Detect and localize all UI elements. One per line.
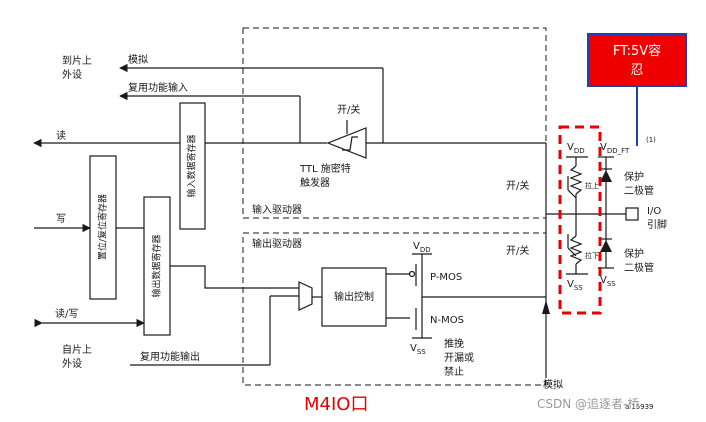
pmos-bubble [408,270,416,278]
output-control-label: 输出控制 [334,290,374,303]
ttl-label-1: TTL 施密特 [299,162,351,175]
protect-2-label-1: 保护 [624,247,644,260]
ft-callout-line-2: 忍 [630,63,643,78]
io-pin [625,207,639,221]
mode-label-2: 开漏或 [444,352,474,364]
to-peripheral-label-1: 到片上 [62,54,92,67]
input-switch-label: 开/关 [337,103,360,116]
pulldown-label: 拉下 [585,251,599,260]
pullup-resistor [569,165,583,195]
write-label: 写 [56,213,66,225]
read-write-label: 读/写 [55,307,78,320]
protect-2-label-2: 二极管 [624,261,654,274]
output-vss-label: VSS [410,343,426,356]
analog-arrow [542,300,550,314]
upper-diode [600,170,612,182]
output-vdd-label: VDD [413,241,431,254]
input-data-register-label: 输入数据寄存器 [186,134,198,197]
vdd-ft-label: VDD_FT [600,142,630,155]
mode-label-1: 推挽 [444,337,464,350]
hysteresis-icon [342,136,358,151]
figure-caption: M4IO口 [304,394,368,415]
input-driver-label: 输入驱动器 [252,203,302,216]
bit-set-reset-register-label: 置位/复位寄存器 [97,194,109,260]
input-onoff-label: 开/关 [506,179,529,192]
pullup-switch-arm [567,189,577,199]
io-pin-label-2: 引脚 [647,218,667,231]
alt-output-label: 复用功能输出 [140,350,200,363]
read-label: 读 [56,129,66,142]
analog-label: 模拟 [128,53,148,66]
bit-set-reset-register [89,155,117,300]
output-data-register-label: 输出数据寄存器 [151,234,163,297]
output-driver-boundary [242,232,547,386]
figure-id: ai15939 [625,403,654,411]
from-peripheral-label-1: 自片上 [62,343,92,356]
pin-vdd-label: VDD [567,142,585,155]
analog-bottom-label: 模拟 [543,378,563,391]
nmos-label: N-MOS [430,315,464,326]
footnote-label: (1) [646,136,656,144]
watermark: CSDN @追逐者-桥 [537,396,639,411]
output-mux [298,281,313,311]
io-pin-label-1: I/O [647,206,661,217]
ft-callout-box [587,33,687,87]
ft-callout-line-1: FT:5V容 [613,43,661,59]
lower-diode [600,240,612,252]
from-peripheral-label-2: 外设 [62,358,82,370]
output-onoff-label: 开/关 [506,244,529,257]
pull-resistor-highlight [558,125,602,315]
pulldown-resistor [569,235,583,265]
ttl-label-2: 触发器 [300,176,330,189]
input-data-register [179,102,206,230]
protect-1-label-2: 二极管 [624,184,654,197]
pullup-label: 拉上 [585,181,599,190]
output-data-register [143,196,171,336]
input-driver-boundary [242,27,547,219]
alt-input-label: 复用功能输入 [128,81,188,94]
diode-vss-label: VSS [600,275,616,288]
pmos-label: P-MOS [430,272,462,283]
pin-vss-label: VSS [567,279,583,292]
output-driver-label: 输出驱动器 [252,237,302,250]
odr-to-mux [170,265,299,289]
mode-label-3: 禁止 [444,366,464,378]
to-peripheral-label-2: 外设 [62,69,82,81]
output-control-block [321,267,387,327]
protect-1-label-1: 保护 [624,170,644,183]
